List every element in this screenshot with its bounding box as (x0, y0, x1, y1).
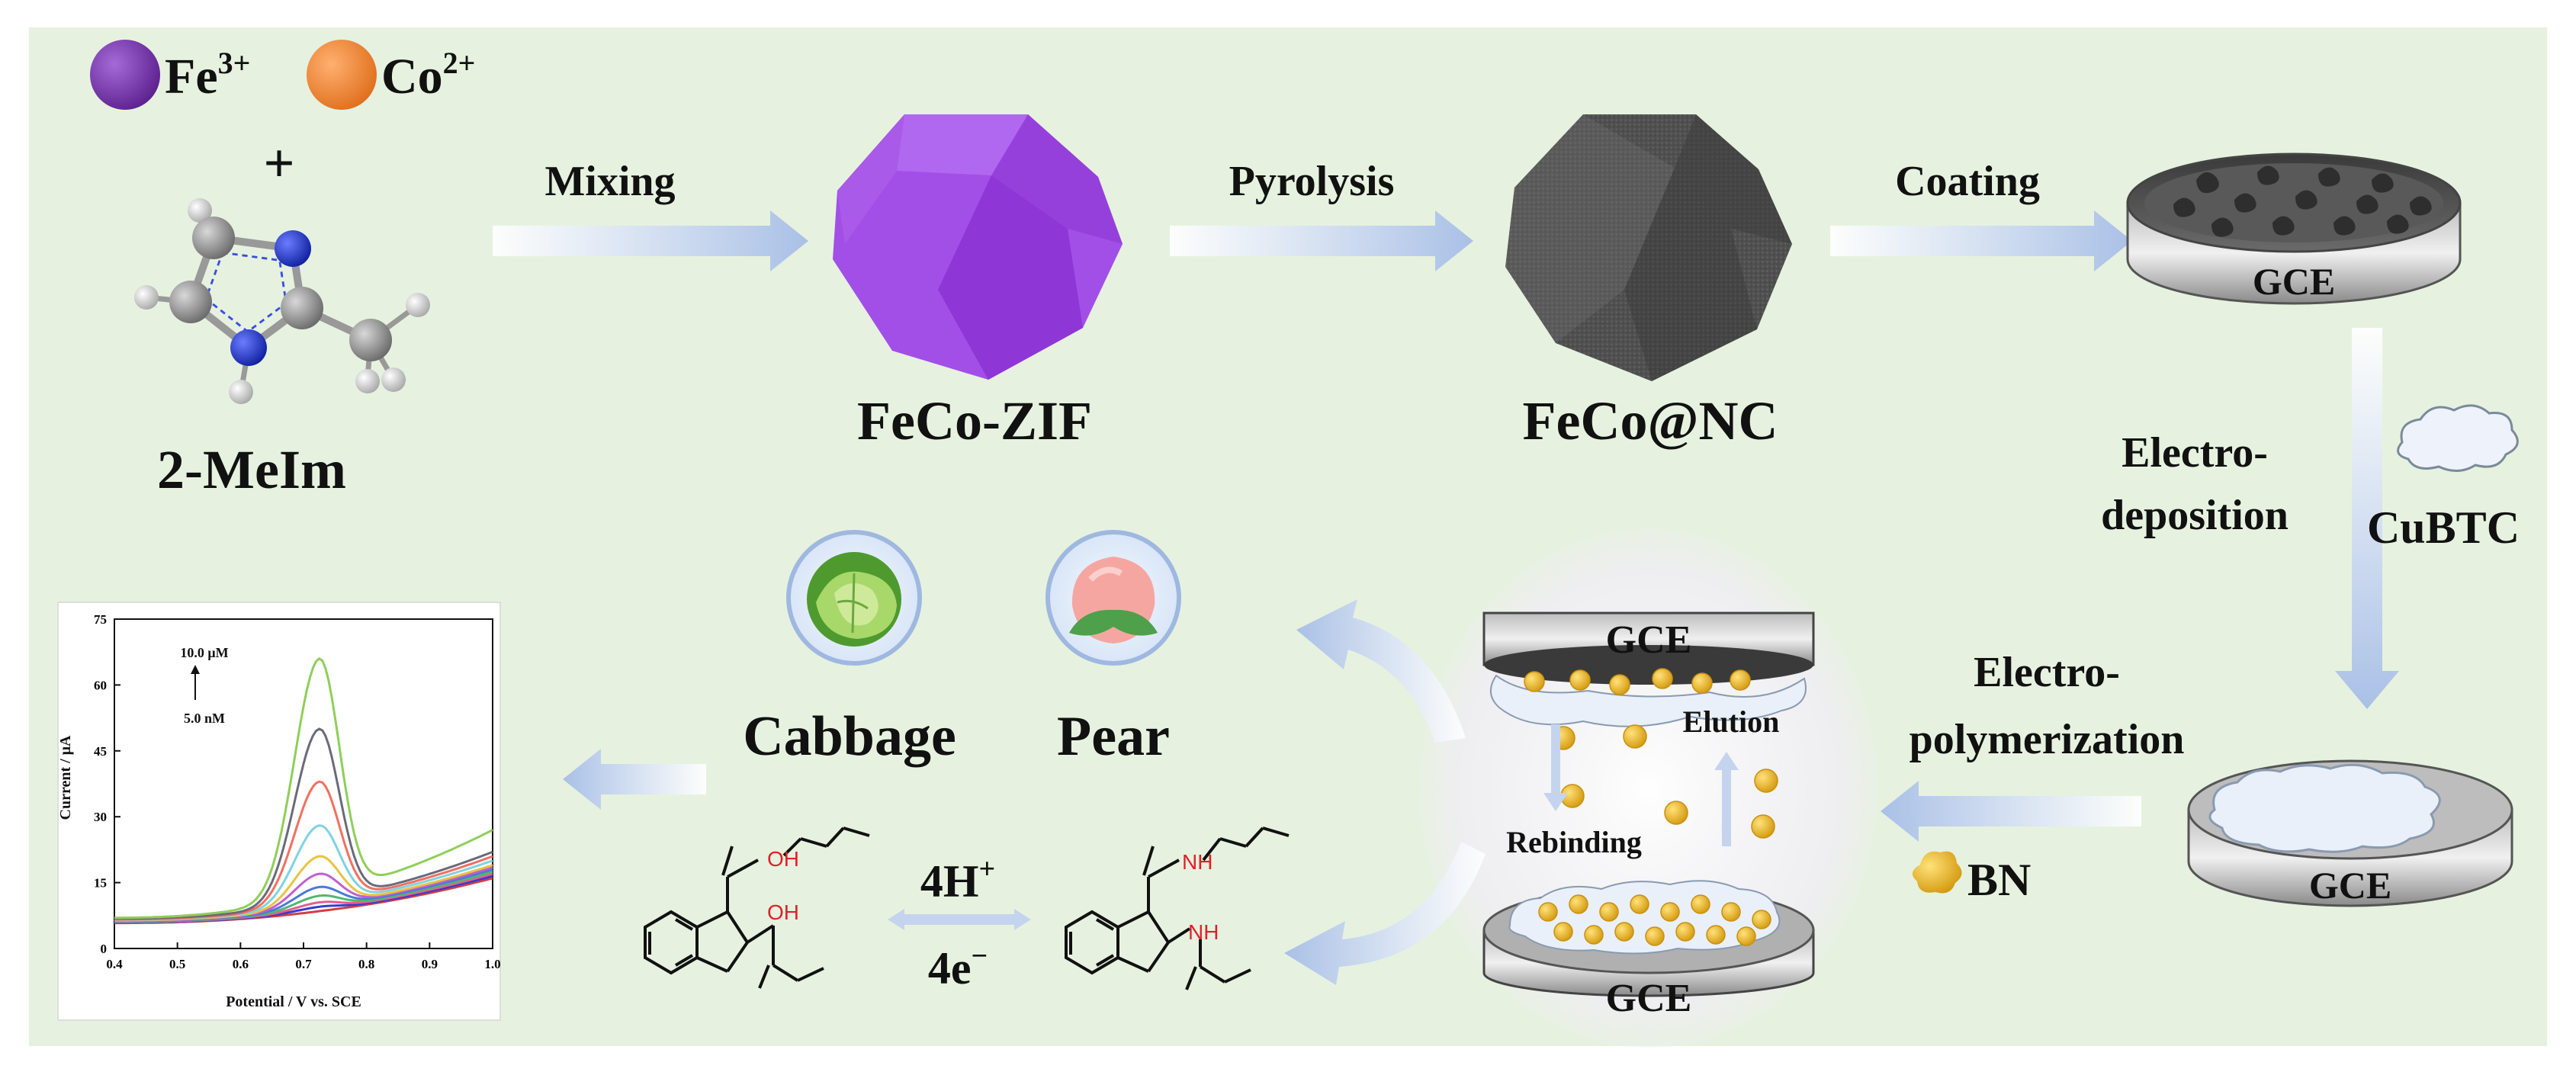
chart-x-tick-label: 0.4 (106, 957, 123, 971)
chart-x-tick-label: 0.8 (358, 957, 374, 971)
feco-nc-polyhedron: FeCo@NC (1505, 114, 1792, 451)
chart-y-tick-label: 30 (94, 810, 107, 824)
mixing-label: Mixing (544, 158, 675, 205)
gce-electrode-cubtc: GCE (2187, 759, 2513, 907)
cabbage-label: Cabbage (743, 705, 956, 768)
c-atom (349, 319, 392, 361)
electrodeposition-label-1: Electro- (2122, 429, 2268, 477)
chart-y-tick-label: 15 (94, 876, 107, 891)
reagents: Fe3+ Co2+ + 2-Me (90, 40, 475, 500)
plus-sign: + (263, 133, 294, 194)
chart-x-tick-label: 0.5 (169, 957, 185, 971)
fe-ion-label: Fe3+ (165, 46, 250, 104)
c-atom (192, 217, 235, 259)
chart-series-line (114, 727, 493, 920)
n-atom (230, 329, 267, 366)
redox-reaction: 4H+ 4e− (888, 853, 1031, 993)
oh-label-1: OH (767, 847, 799, 871)
chart-x-tick-label: 0.7 (295, 957, 312, 971)
pear-sample: Pear (1045, 530, 1181, 768)
chart-y-tick-label: 60 (94, 678, 107, 692)
oxidized-molecule (644, 826, 870, 989)
n-atom (275, 230, 311, 267)
gce-label-1: GCE (2253, 260, 2335, 303)
nc-label: FeCo@NC (1523, 390, 1778, 451)
oh-label-2: OH (767, 900, 799, 924)
bn-particles (1524, 668, 1778, 946)
nh-label-2: NH (1188, 920, 1219, 944)
chart-annotation-arrowhead (191, 665, 200, 674)
h-atom (381, 367, 406, 392)
electrons-label: 4e− (928, 940, 988, 993)
h-atom (406, 293, 430, 317)
mixing-arrow: Mixing (493, 158, 808, 271)
chart-y-axis-label: Current / μA (57, 735, 74, 820)
c-atom (169, 281, 212, 323)
arrow-to-chart (563, 749, 706, 810)
elution-label: Elution (1683, 705, 1780, 739)
chart-series-line (114, 656, 493, 920)
fe-ion-dot (90, 40, 160, 110)
nc-particles (2173, 165, 2432, 237)
chart-x-tick-label: 1.0 (484, 957, 500, 971)
reduced-molecule (1065, 826, 1290, 990)
gce-label-2: GCE (2309, 864, 2391, 907)
chart-frame (57, 602, 501, 1021)
gce-electrode-coated: GCE (2126, 152, 2462, 305)
coating-arrow: Coating (1830, 158, 2132, 271)
h-atom (355, 369, 380, 393)
chart-plot-area: 0.4 0.5 0.6 0.7 0.8 0.9 1.0 0 15 30 45 60 75 (94, 612, 501, 971)
cubtc-cloud-icon (2397, 404, 2519, 472)
electropolymerization-label-2: polymerization (1910, 716, 2185, 763)
curved-arrow-to-samples (1296, 599, 1466, 743)
cubtc-label: CuBTC (2367, 502, 2520, 553)
h-atom (229, 380, 253, 404)
cabbage-sample: Cabbage (743, 530, 956, 768)
rebinding-label: Rebinding (1506, 825, 1642, 859)
coating-label: Coating (1895, 158, 2040, 205)
protons-label: 4H+ (920, 853, 995, 907)
gce-label-top: GCE (1606, 618, 1692, 662)
zif-label: FeCo-ZIF (857, 390, 1092, 451)
bn-label: BN (1967, 855, 2031, 905)
bn-particle-icon (1912, 851, 1962, 894)
pyrolysis-label: Pyrolysis (1229, 158, 1395, 205)
chart-x-axis-label: Potential / V vs. SCE (226, 993, 361, 1010)
electropolymerization-label-1: Electro- (1974, 649, 2120, 696)
feco-zif-polyhedron: FeCo-ZIF (833, 114, 1123, 451)
gce-label-bottom: GCE (1606, 977, 1692, 1020)
chart-y-tick-label: 75 (94, 612, 107, 627)
electropolymerization-arrow: Electro- polymerization BN (1881, 649, 2184, 905)
nh-label-1: NH (1182, 850, 1213, 874)
chart-x-tick-label: 0.9 (422, 957, 438, 971)
chart-x-tick-label: 0.6 (233, 957, 249, 971)
dpv-chart: 0.4 0.5 0.6 0.7 0.8 0.9 1.0 0 15 30 45 60 75 Potenti… (57, 602, 501, 1021)
pear-label: Pear (1057, 705, 1170, 768)
electrodeposition-label-2: deposition (2101, 492, 2289, 539)
co-ion-label: Co2+ (381, 46, 475, 104)
chart-y-tick-label: 0 (101, 942, 108, 956)
chart-y-tick-label: 45 (94, 744, 107, 759)
electrodeposition-arrow: Electro- deposition CuBTC (2101, 328, 2520, 709)
ligand-label: 2-MeIm (157, 439, 346, 500)
mip-electrode-cell: GCE GCE Elution Rebinding (1420, 529, 1877, 1048)
co-ion-dot (307, 40, 377, 110)
pyrolysis-arrow: Pyrolysis (1170, 158, 1473, 271)
chart-annotation-top: 10.0 μM (180, 645, 228, 660)
c-atom (281, 287, 323, 329)
h-atom (188, 198, 212, 223)
curved-arrow-to-molecule (1284, 842, 1486, 985)
chart-annotation-bottom: 5.0 nM (184, 711, 225, 726)
h-atom (134, 285, 159, 310)
